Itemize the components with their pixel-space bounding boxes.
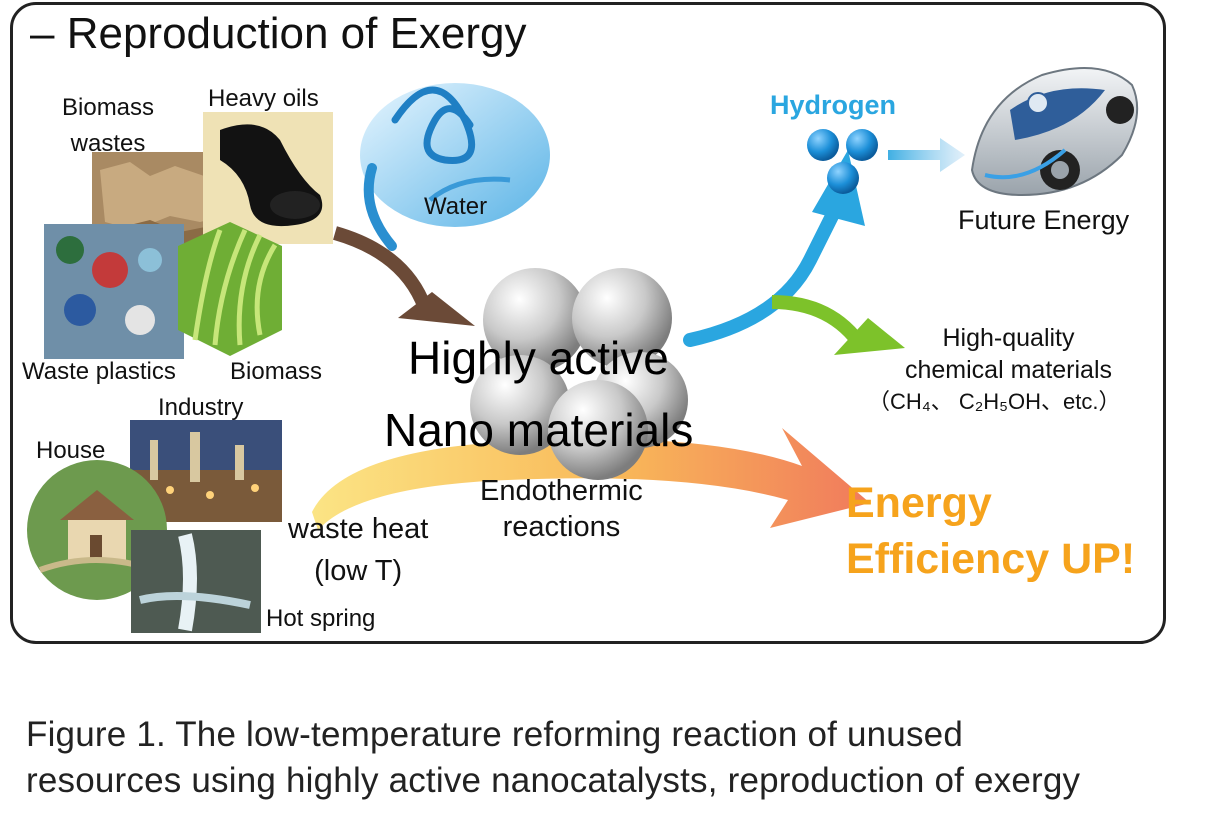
diagram-artwork	[27, 66, 1139, 633]
water-splash-image	[360, 83, 550, 227]
chemicals-arrow-head	[834, 318, 905, 355]
hot-spring-image	[131, 530, 261, 633]
hydrogen-output-arrow	[683, 193, 847, 347]
feedstock-arrow-head	[398, 292, 475, 326]
chemical-materials-label: High-quality chemical materials	[905, 324, 1113, 384]
hydrogen-car-icon	[970, 66, 1139, 197]
waste-heat-label: waste heat (low T)	[288, 513, 429, 587]
biomass-grass-image	[178, 222, 282, 356]
chemical-examples-label: （CH₄、 C₂H₅OH、etc.）	[868, 389, 1121, 414]
waste-heat-arrow	[312, 428, 870, 530]
biomass-wastes-label: Biomass wastes	[62, 94, 155, 157]
feedstock-inflow-arrow	[333, 226, 432, 311]
industry-label: Industry	[158, 394, 244, 421]
nano-materials-line1: Highly active	[408, 332, 669, 384]
heavy-oils-image	[203, 112, 333, 244]
house-label: House	[36, 437, 106, 464]
waste-plastics-image	[44, 224, 184, 359]
hot-spring-label: Hot spring	[266, 605, 376, 632]
biomass-label: Biomass	[230, 358, 323, 385]
heavy-oils-label: Heavy oils	[208, 85, 319, 112]
hydrogen-label: Hydrogen	[770, 90, 897, 120]
future-energy-label: Future Energy	[958, 205, 1130, 235]
energy-efficiency-label: Energy Efficiency UP!	[846, 479, 1136, 583]
water-inflow-arrow	[363, 163, 397, 251]
water-label: Water	[424, 193, 488, 220]
figure-caption: Figure 1. The low-temperature reforming …	[26, 715, 1081, 800]
to-car-arrow	[888, 138, 965, 172]
diagram-title: – Reproduction of Exergy	[30, 9, 527, 58]
hydrogen-molecule-icon	[807, 129, 878, 194]
endothermic-label: Endothermic reactions	[480, 475, 643, 543]
diagram-frame	[10, 2, 1166, 644]
nano-materials-line2: Nano materials	[384, 404, 694, 456]
waste-plastics-label: Waste plastics	[22, 358, 176, 385]
nanoparticle-cluster	[470, 268, 688, 480]
